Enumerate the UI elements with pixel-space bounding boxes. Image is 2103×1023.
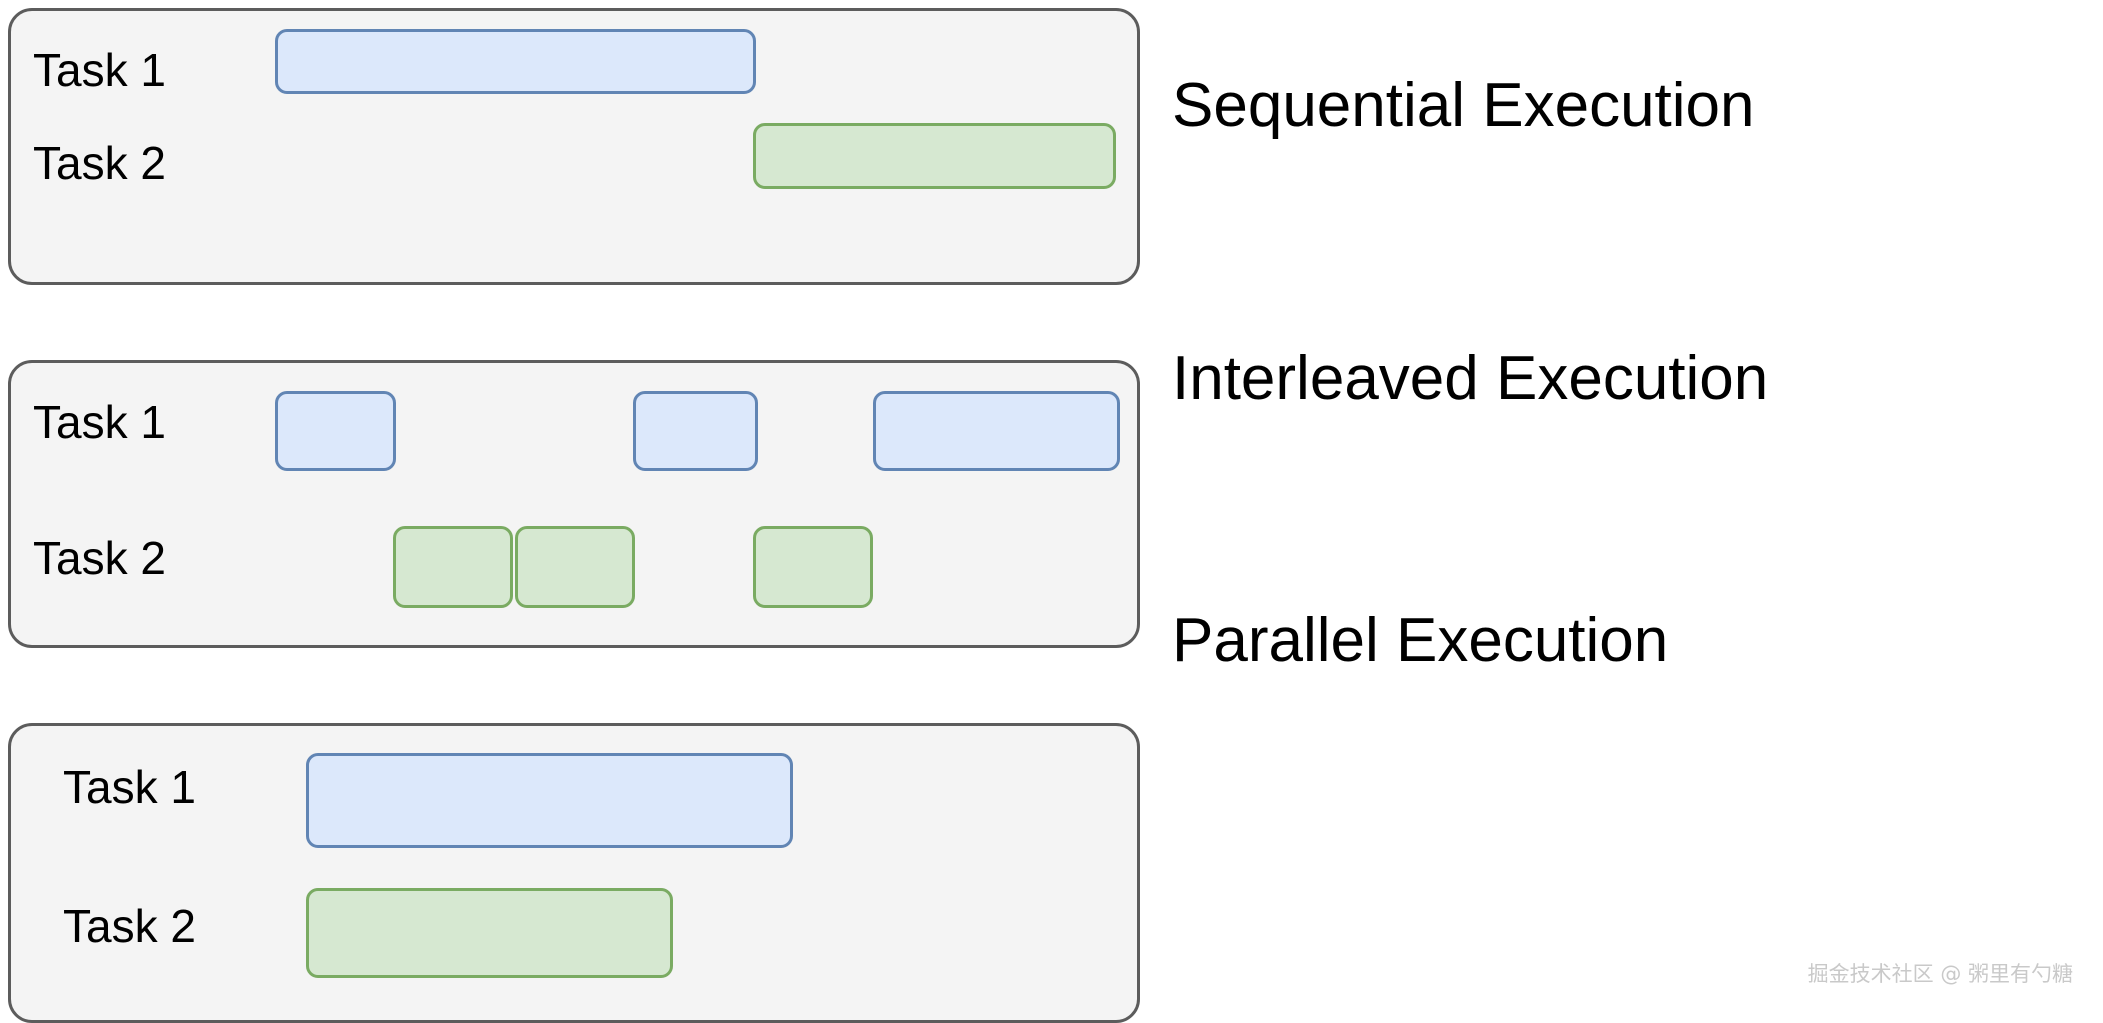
panel-sequential-task2-block-1[interactable] <box>753 123 1116 189</box>
panel-sequential: Task 1 Task 2 <box>8 8 1140 285</box>
panel-interleaved-task2-label: Task 2 <box>33 532 166 584</box>
panel-parallel-task2-label: Task 2 <box>63 900 196 952</box>
panel-interleaved-task1-block-3[interactable] <box>873 391 1120 471</box>
caption-sequential: Sequential Execution <box>1172 71 1755 140</box>
panel-interleaved-task1-block-1[interactable] <box>275 391 396 471</box>
panel-interleaved-task1-label: Task 1 <box>33 396 166 448</box>
panel-interleaved-task2-block-2[interactable] <box>515 526 635 608</box>
panel-parallel-task2-block-1[interactable] <box>306 888 673 978</box>
caption-interleaved: Interleaved Execution <box>1172 344 1769 413</box>
panel-interleaved: Task 1 Task 2 <box>8 360 1140 648</box>
panel-interleaved-task2-block-3[interactable] <box>753 526 873 608</box>
panel-sequential-task2-label: Task 2 <box>33 137 166 189</box>
panel-parallel: Task 1 Task 2 <box>8 723 1140 1023</box>
panel-sequential-task1-label: Task 1 <box>33 44 166 96</box>
panel-interleaved-task1-block-2[interactable] <box>633 391 758 471</box>
watermark-text: 掘金技术社区 @ 粥里有勺糖 <box>1807 962 2073 986</box>
panel-sequential-task1-block-1[interactable] <box>275 29 756 94</box>
panel-parallel-task1-block-1[interactable] <box>306 753 793 848</box>
caption-parallel: Parallel Execution <box>1172 606 1669 675</box>
panel-interleaved-task2-block-1[interactable] <box>393 526 513 608</box>
panel-parallel-task1-label: Task 1 <box>63 761 196 813</box>
